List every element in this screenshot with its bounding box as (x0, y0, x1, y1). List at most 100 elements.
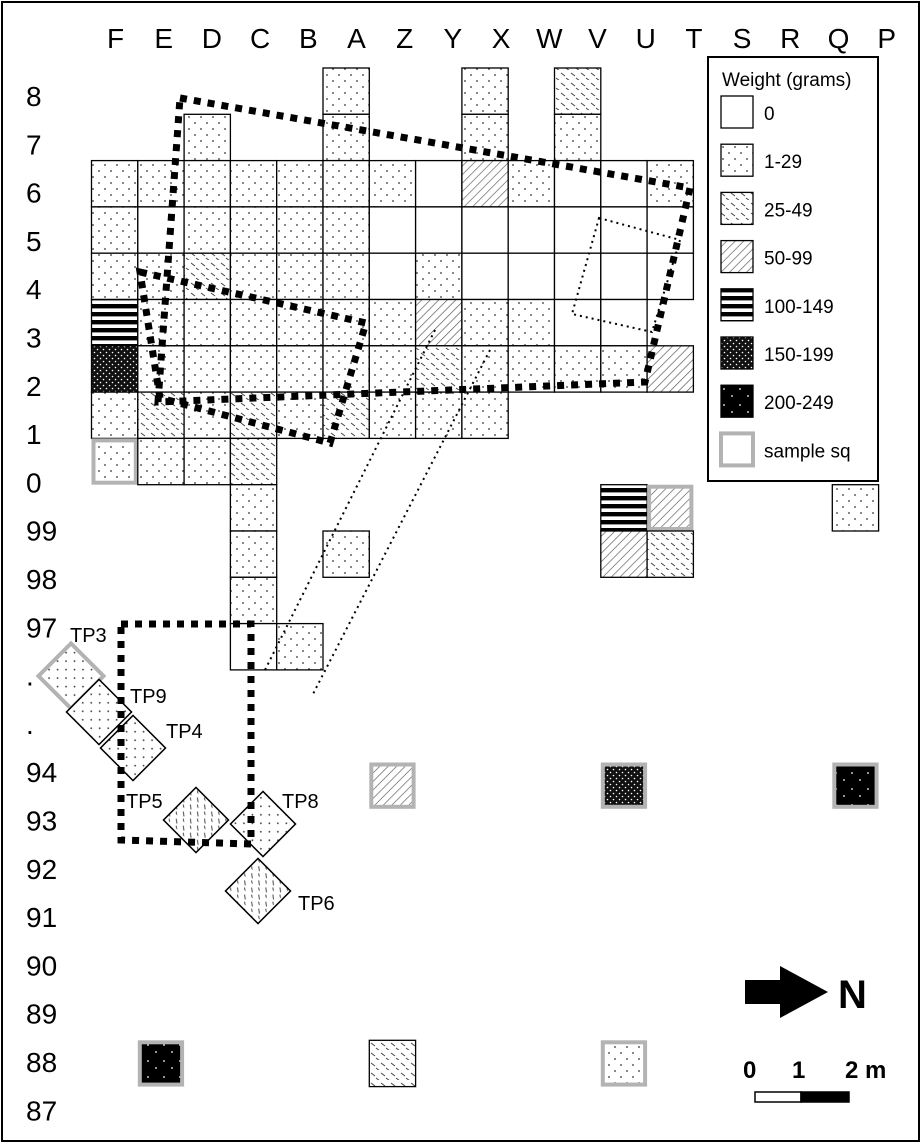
unit-A-5 (322, 206, 370, 254)
legend-swatch-7 (719, 431, 755, 468)
unit-X-1 (461, 391, 509, 440)
unit-W-6 (507, 159, 556, 208)
unit-U-6 (600, 159, 648, 208)
unit-D-0 (183, 437, 232, 486)
col-label-Z: Z (396, 23, 413, 54)
col-label-T: T (685, 23, 702, 54)
col-label-V: V (588, 23, 607, 54)
unit-A-8 (322, 67, 370, 115)
test-pit-label-tp4: TP4 (166, 721, 203, 743)
unit-B-2 (276, 345, 324, 393)
sample-unit-T-99 (647, 484, 694, 532)
row-label-14: 94 (26, 757, 57, 788)
unit-W-3 (507, 298, 556, 347)
unit-Z-1 (368, 391, 417, 440)
row-label-20: 88 (26, 1047, 57, 1078)
unit-C-3 (229, 298, 278, 347)
legend-label-6: 200-249 (764, 393, 834, 414)
unit-B-4 (276, 252, 324, 301)
legend-swatch-0 (720, 95, 754, 129)
unit-A-6 (322, 159, 370, 208)
excavation-units (90, 67, 880, 1088)
unit-Z-6 (368, 159, 417, 208)
unit-C-99 (229, 484, 278, 532)
row-label-18: 90 (26, 950, 57, 981)
test-pit-label-tp6: TP6 (298, 893, 335, 915)
legend: Weight (grams) 01-2925-4950-99100-149150… (707, 56, 879, 482)
col-label-X: X (492, 23, 511, 54)
test-pit-tp9 (65, 678, 133, 746)
unit-X-4 (461, 252, 509, 301)
test-pit-tp6 (224, 857, 292, 925)
col-label-C: C (250, 23, 270, 54)
inner-rotated-outline (135, 267, 371, 448)
unit-Y-5 (414, 206, 463, 254)
unit-Z-3 (368, 298, 417, 347)
scale-label-2: 2 m (845, 1057, 886, 1084)
legend-label-5: 150-199 (764, 345, 834, 366)
sample-unit-U-87 (600, 1040, 648, 1087)
legend-swatch-1 (720, 143, 754, 177)
row-label-9: 99 (26, 516, 57, 547)
unit-A-4 (322, 252, 370, 301)
col-label-A: A (347, 23, 366, 54)
unit-V-8 (553, 67, 602, 115)
row-label-6: 2 (26, 371, 42, 402)
unit-X-2 (461, 345, 509, 393)
test-pit-label-tp5: TP5 (126, 791, 163, 813)
unit-T-98 (646, 530, 695, 578)
unit-U-4 (600, 252, 648, 301)
scale-bar: 0 1 2 m (743, 1057, 886, 1103)
col-label-P: P (877, 23, 896, 54)
scale-label-0: 0 (743, 1057, 756, 1084)
sample-unit-P-93 (832, 762, 879, 809)
unit-F-4 (90, 252, 139, 301)
sample-unit-Z-93 (369, 762, 416, 809)
unit-V-6 (553, 159, 602, 208)
unit-C-5 (229, 206, 278, 254)
unit-Y-6 (414, 159, 463, 208)
unit-C-2 (229, 345, 278, 393)
col-label-Y: Y (444, 23, 463, 54)
unit-W-4 (507, 252, 556, 301)
row-label-4: 4 (26, 274, 42, 305)
unit-F-1 (90, 391, 139, 440)
unit-E-3 (137, 298, 185, 347)
row-label-10: 98 (26, 564, 57, 595)
legend-label-0: 0 (764, 104, 775, 125)
unit-W-5 (507, 206, 556, 254)
north-label: N (838, 973, 867, 1017)
unit-T-5 (646, 206, 695, 254)
row-label-11: 97 (26, 612, 57, 643)
unit-F-6 (90, 159, 139, 208)
legend-swatch-2 (720, 191, 754, 226)
unit-B-5 (276, 206, 324, 254)
unit-E-6 (137, 159, 185, 208)
legend-label-1: 1-29 (764, 152, 802, 173)
legend-label-7: sample sq (764, 441, 851, 462)
unit-Y-3 (414, 298, 463, 347)
legend-swatch-4 (720, 288, 754, 322)
unit-C-6 (229, 159, 278, 208)
unit-Z-2 (368, 345, 417, 393)
unit-F-3 (90, 298, 139, 347)
small-dotted-outline (570, 216, 682, 334)
col-label-F: F (107, 23, 124, 54)
row-label-13: . (26, 709, 34, 740)
col-label-E: E (154, 23, 173, 54)
structure-outlines (117, 93, 695, 848)
unit-A-98 (322, 530, 370, 578)
row-label-19: 89 (26, 999, 57, 1030)
row-label-15: 93 (26, 806, 57, 837)
unit-X-3 (461, 298, 509, 347)
row-label-3: 5 (26, 226, 42, 257)
row-label-12: . (26, 661, 34, 692)
unit-F-2 (90, 345, 139, 393)
row-label-8: 0 (26, 467, 42, 498)
unit-Y-1 (414, 391, 463, 440)
scale-bar-black (800, 1091, 850, 1103)
row-label-2: 6 (26, 178, 42, 209)
col-label-W: W (536, 23, 563, 54)
